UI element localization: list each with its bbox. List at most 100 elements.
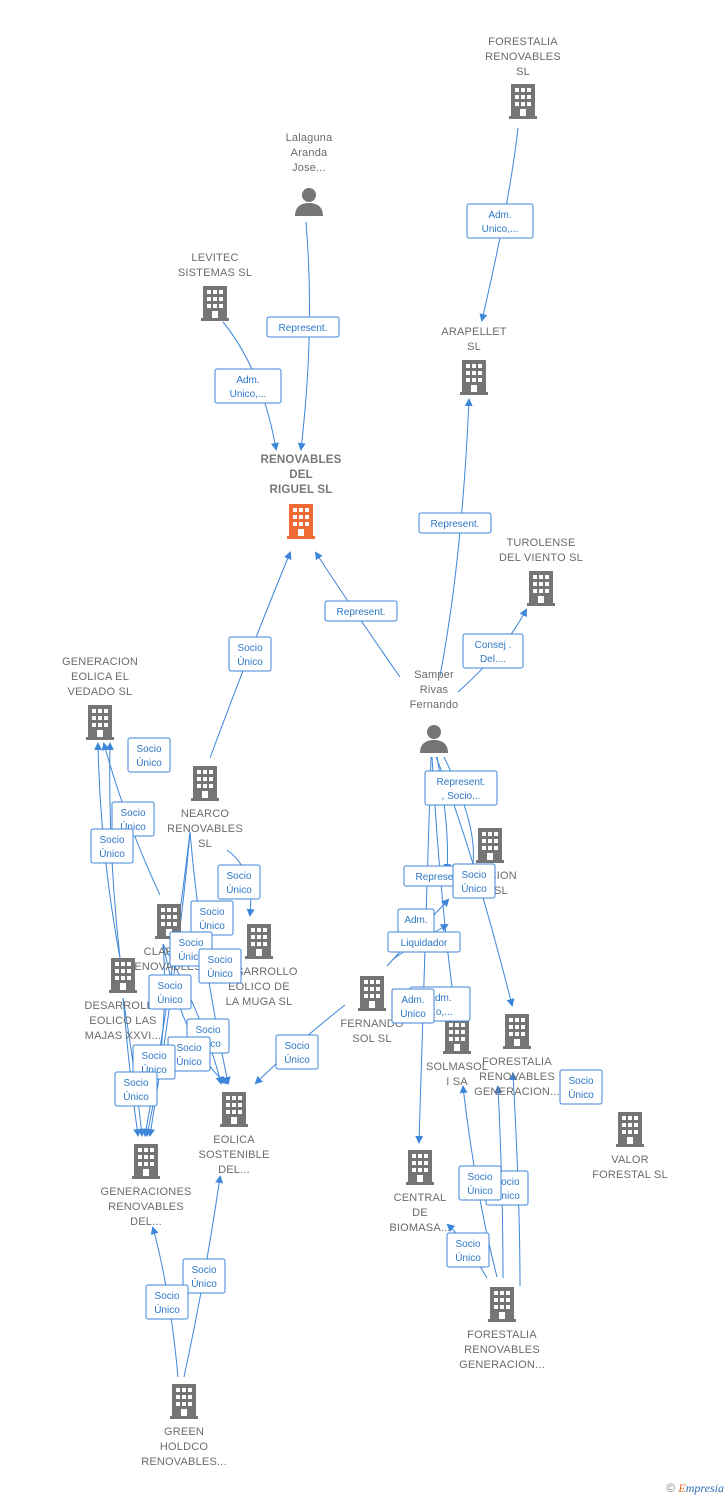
node-label: NEARCO	[181, 808, 230, 820]
relation-label-text: ...o,...	[427, 1007, 452, 1018]
relation-label-text: Socio	[123, 1078, 148, 1089]
node-label: DE	[412, 1207, 428, 1219]
relation-label-text: Único	[154, 1303, 180, 1316]
relation-label-text: Socio	[207, 955, 232, 966]
node-forestalia-gen2[interactable]: FORESTALIARENOVABLESGENERACION...	[459, 1287, 545, 1371]
relation-label-text: Socio	[467, 1172, 492, 1183]
node-label: LEVITEC	[191, 252, 238, 264]
node-label: Aranda	[291, 147, 328, 159]
person-icon	[295, 188, 323, 216]
relation-label-text: Socio	[199, 907, 224, 918]
node-turolense[interactable]: TUROLENSE DEL VIENTO SL	[499, 537, 583, 606]
relation-label-text: Socio	[226, 871, 251, 882]
building-icon	[476, 828, 504, 863]
node-label: VALOR	[611, 1154, 648, 1166]
node-lalaguna[interactable]: LalagunaArandaJose...	[286, 132, 334, 216]
node-label: GENERACION	[62, 656, 138, 668]
node-label: DEL VIENTO SL	[499, 552, 583, 564]
relation-label[interactable]: Represent. , Socio...	[424, 770, 498, 806]
relation-label-text: Único	[226, 883, 252, 896]
node-label: SL	[467, 341, 481, 353]
relation-label[interactable]: Liquidador	[387, 931, 461, 953]
node-label: LA MUGA SL	[226, 996, 293, 1008]
relation-label[interactable]: Represent.	[266, 316, 340, 338]
relation-label-text: Represent.	[437, 777, 486, 788]
relation-label-text: Socio	[154, 1291, 179, 1302]
relation-label-text: Socio	[284, 1041, 309, 1052]
node-label: SL	[516, 66, 530, 78]
relation-label-text: Único	[568, 1088, 594, 1101]
node-central-bio[interactable]: CENTRALDEBIOMASA...	[389, 1150, 450, 1234]
relation-label-text: Socio	[568, 1076, 593, 1087]
relation-label[interactable]: Consej .Del....	[462, 633, 524, 669]
relation-label-text: , Socio...	[442, 791, 481, 802]
building-icon	[109, 958, 137, 993]
relation-label-text: Consej .	[475, 640, 512, 651]
building-icon	[503, 1014, 531, 1049]
node-label: CENTRAL	[394, 1192, 447, 1204]
node-label: RENOVABLES	[260, 454, 341, 466]
node-label: TUROLENSE	[506, 537, 575, 549]
building-icon	[201, 286, 229, 321]
relation-label-text: Socio	[461, 870, 486, 881]
node-label: RENOVABLES...	[141, 1456, 227, 1468]
relation-label-text: Represent.	[416, 872, 465, 883]
node-label: FORESTALIA	[467, 1329, 537, 1341]
node-label: SOSTENIBLE	[198, 1149, 269, 1161]
node-label: I SA	[446, 1076, 468, 1088]
node-label: FORESTALIA	[488, 36, 558, 48]
relation-label[interactable]: Adm.Unico,...	[466, 203, 534, 239]
node-green-holdco[interactable]: GREENHOLDCORENOVABLES...	[141, 1384, 227, 1468]
copyright-symbol: ©	[666, 1481, 676, 1495]
relation-label[interactable]: Represent.	[324, 600, 398, 622]
node-label: EOLICO LAS	[89, 1015, 156, 1027]
node-eolica-sost[interactable]: EOLICASOSTENIBLEDEL...	[198, 1092, 269, 1176]
relation-label-text: Único	[455, 1251, 481, 1264]
node-label: ARAPELLET	[441, 326, 506, 338]
node-label: RENOVABLES	[485, 51, 561, 63]
node-gen-renov[interactable]: GENERACIONESRENOVABLESDEL...	[100, 1144, 191, 1228]
building-icon	[245, 924, 273, 959]
node-label: EOLICA	[213, 1134, 255, 1146]
relation-label[interactable]: Represent.	[418, 512, 492, 534]
node-label: FORESTAL SL	[592, 1169, 668, 1181]
node-forestalia-sl[interactable]: FORESTALIA RENOVABLES SL	[485, 36, 561, 119]
relation-label-text: Único	[237, 655, 263, 668]
node-label: DEL	[289, 469, 313, 481]
node-label: RENOVABLES	[167, 823, 243, 835]
node-forestalia-gen1[interactable]: FORESTALIARENOVABLESGENERACION...	[474, 1014, 560, 1098]
relation-label[interactable]: Adm.Unico,...	[214, 368, 282, 404]
node-arapellet[interactable]: ARAPELLET SL	[441, 326, 507, 395]
relation-label-text: Adm.	[404, 915, 427, 926]
footer-brand[interactable]: © Empresia	[666, 1481, 724, 1496]
node-valor-forestal[interactable]: VALOR FORESTAL SL	[592, 1112, 668, 1181]
relation-label-text: Adm.	[428, 993, 451, 1004]
relation-label[interactable]: Adm.Unico	[391, 988, 435, 1024]
building-icon	[220, 1092, 248, 1127]
relation-label-text: Socio	[178, 938, 203, 949]
